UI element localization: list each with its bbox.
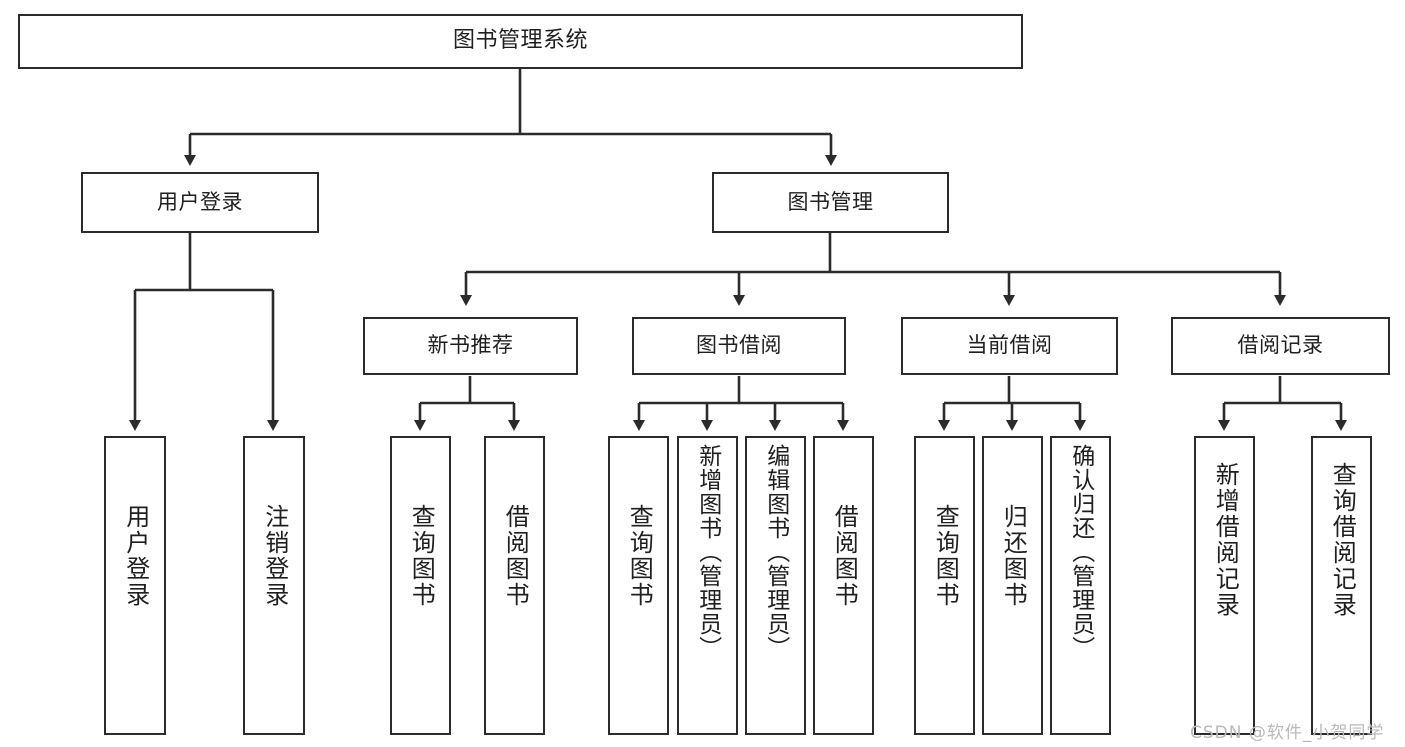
leaf-label: 用户登录: [121, 504, 150, 608]
node-new-book-recommend[interactable]: 新书推荐: [363, 317, 578, 375]
leaf-query-borrow-record[interactable]: 查询借阅记录: [1311, 436, 1372, 735]
leaf-label: 借阅图书: [830, 504, 859, 608]
leaf-query-book[interactable]: 查询图书: [608, 436, 669, 735]
leaf-edit-book-admin[interactable]: 编辑图书（管理员）: [745, 436, 806, 735]
leaf-label: 注销登录: [260, 504, 289, 608]
node-label: 图书借阅: [696, 333, 782, 358]
node-book-borrow[interactable]: 图书借阅: [632, 317, 846, 375]
node-current-borrow[interactable]: 当前借阅: [901, 317, 1118, 375]
leaf-label: 归还图书: [999, 504, 1028, 608]
node-book-management[interactable]: 图书管理: [712, 172, 949, 233]
leaf-user-login[interactable]: 用户登录: [104, 436, 166, 735]
node-label: 图书管理系统: [452, 28, 588, 54]
leaf-label: 编辑图书（管理员）: [762, 444, 789, 660]
leaf-label: 新增借阅记录: [1211, 462, 1240, 618]
csdn-watermark: CSDN @软件_小贺同学: [1190, 723, 1385, 743]
leaf-label: 查询图书: [931, 504, 960, 608]
leaf-borrow-book[interactable]: 借阅图书: [813, 436, 874, 735]
node-borrow-record[interactable]: 借阅记录: [1171, 317, 1390, 375]
leaf-label: 确认归还（管理员）: [1067, 444, 1094, 660]
leaf-confirm-return-admin[interactable]: 确认归还（管理员）: [1050, 436, 1111, 735]
leaf-add-book-admin[interactable]: 新增图书（管理员）: [677, 436, 738, 735]
leaf-label: 新增图书（管理员）: [694, 444, 721, 660]
node-label: 图书管理: [787, 189, 874, 214]
node-label: 用户登录: [157, 189, 243, 214]
leaf-label: 借阅图书: [501, 504, 530, 608]
leaf-label: 查询图书: [407, 504, 436, 608]
leaf-return-book[interactable]: 归还图书: [982, 436, 1043, 735]
leaf-query-book-current[interactable]: 查询图书: [914, 436, 975, 735]
leaf-query-book-recommend[interactable]: 查询图书: [390, 436, 451, 735]
node-user-login[interactable]: 用户登录: [81, 172, 319, 233]
leaf-label: 查询借阅记录: [1328, 462, 1357, 618]
node-label: 借阅记录: [1237, 333, 1324, 358]
node-book-management-system[interactable]: 图书管理系统: [18, 14, 1023, 69]
leaf-add-borrow-record[interactable]: 新增借阅记录: [1194, 436, 1255, 735]
leaf-logout[interactable]: 注销登录: [243, 436, 305, 735]
node-label: 新书推荐: [427, 333, 514, 358]
leaf-borrow-book-recommend[interactable]: 借阅图书: [484, 436, 545, 735]
node-label: 当前借阅: [966, 333, 1053, 358]
leaf-label: 查询图书: [625, 504, 654, 608]
